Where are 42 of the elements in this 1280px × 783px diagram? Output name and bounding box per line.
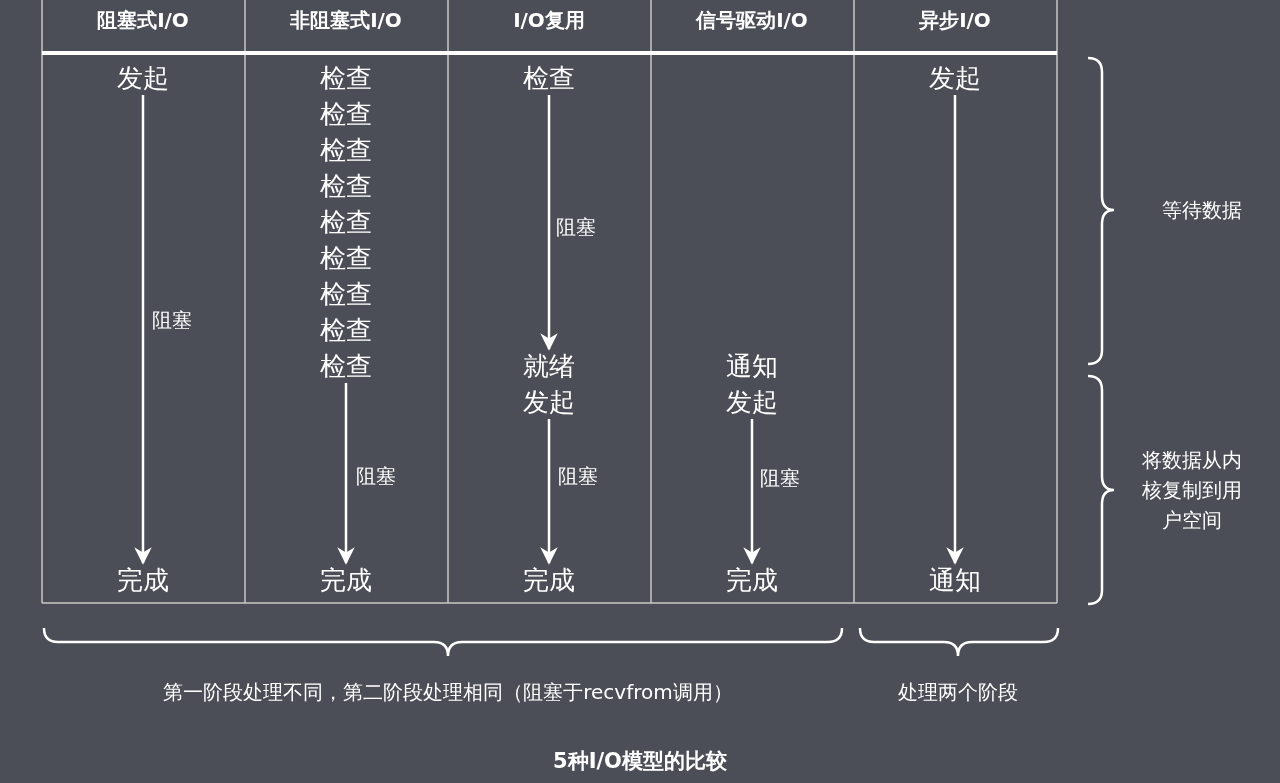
step-text: 检查	[320, 277, 372, 311]
step-text: 完成	[117, 563, 169, 597]
step-text: 检查	[523, 61, 575, 95]
step-text: 通知	[929, 563, 981, 597]
column-header: 信号驱动I/O	[696, 7, 808, 34]
arrow	[743, 419, 761, 565]
step-text: 检查	[320, 133, 372, 167]
edge-label: 阻塞	[556, 215, 596, 239]
step-text: 通知	[726, 349, 778, 383]
brace-label: 第一阶段处理不同，第二阶段处理相同（阻塞于recvfrom调用）	[163, 679, 733, 706]
arrow	[946, 95, 964, 565]
edge-label: 阻塞	[558, 464, 598, 488]
edge-label: 阻塞	[152, 308, 192, 332]
column-header: 异步I/O	[919, 7, 991, 34]
column-header: I/O复用	[513, 7, 585, 34]
step-text: 检查	[320, 349, 372, 383]
step-text: 完成	[726, 563, 778, 597]
step-text: 检查	[320, 61, 372, 95]
step-text: 检查	[320, 313, 372, 347]
arrow	[134, 95, 152, 565]
edge-label: 阻塞	[760, 466, 800, 490]
brace-label: 等待数据	[1162, 197, 1242, 224]
step-text: 检查	[320, 169, 372, 203]
step-text: 检查	[320, 205, 372, 239]
column-header: 阻塞式I/O	[97, 7, 189, 34]
column-header: 非阻塞式I/O	[290, 7, 402, 34]
step-text: 完成	[523, 563, 575, 597]
step-text: 发起	[523, 385, 575, 419]
caption: 5种I/O模型的比较	[553, 748, 727, 776]
arrow	[540, 419, 558, 565]
step-text: 就绪	[523, 349, 575, 383]
step-text: 发起	[726, 385, 778, 419]
arrow	[337, 383, 355, 565]
arrow	[540, 95, 558, 351]
step-text: 发起	[929, 61, 981, 95]
brace-label: 处理两个阶段	[898, 679, 1018, 706]
step-text: 发起	[117, 61, 169, 95]
step-text: 检查	[320, 97, 372, 131]
brace-label: 将数据从内核复制到用户空间	[1141, 447, 1243, 534]
edge-label: 阻塞	[356, 464, 396, 488]
step-text: 检查	[320, 241, 372, 275]
step-text: 完成	[320, 563, 372, 597]
